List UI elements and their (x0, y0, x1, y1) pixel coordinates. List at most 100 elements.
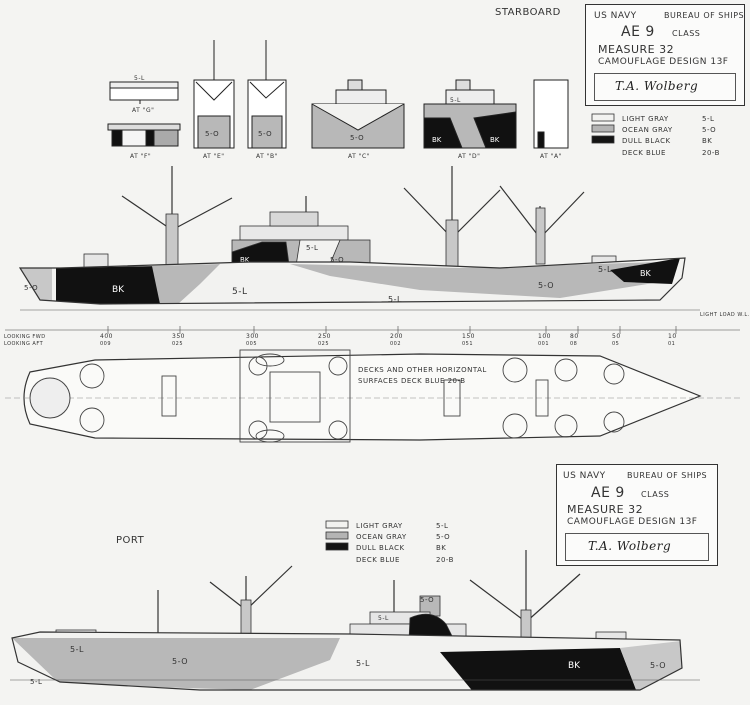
decks-note-1: DECKS AND OTHER HORIZONTAL (358, 366, 487, 374)
frame-tick-label: 200 (390, 333, 403, 340)
section-d-bk2: BK (490, 136, 500, 144)
section-a: AT "A" (533, 79, 569, 160)
frame-scale: LOOKING FWD LOOKING AFT 4000093500253000… (4, 326, 740, 347)
frame-tick-sublabel: 025 (172, 341, 183, 347)
port-profile: BK 5-O 5-L 5-L 5-O 5-L BK 5-O 5-L (10, 550, 700, 691)
pt-bk-fwd: BK (568, 661, 581, 671)
title-class-word: CLASS (672, 29, 701, 38)
section-a-label: AT "A" (540, 153, 562, 160)
sb-bridge-sl: 5-L (306, 244, 318, 252)
pt-sl-stern: 5-L (70, 645, 84, 654)
title-design: CAMOUFLAGE DESIGN 13F (598, 57, 729, 67)
sb-sl-mid: 5-L (232, 287, 248, 297)
section-d: 5-L BK BK AT "D" (423, 79, 517, 160)
frame-tick-label: 80 (570, 333, 579, 340)
legend-code: 5-L (702, 115, 714, 123)
pt-top-sl: 5-L (378, 615, 389, 622)
legend-name: LIGHT GRAY (622, 115, 669, 123)
section-g-label: AT "G" (132, 107, 154, 114)
section-f-label: AT "F" (130, 153, 151, 160)
sb-so-stern: 5-O (24, 284, 38, 292)
legend-code: 5-O (436, 533, 450, 541)
pt-so-aft: 5-O (172, 657, 188, 666)
title-agency: US NAVY (594, 11, 637, 21)
legend-name: DULL BLACK (356, 544, 405, 552)
section-c-code: 5-O (350, 134, 364, 142)
sb-bk-aft: BK (112, 285, 125, 295)
legend-name: OCEAN GRAY (622, 126, 673, 134)
frame-tick-label: 400 (100, 333, 113, 340)
section-b-code: 5-O (258, 130, 272, 138)
starboard-label: STARBOARD (495, 7, 561, 18)
sb-bridge-so: 5-O (330, 256, 344, 264)
legend-deck-label: DECK BLUE (622, 149, 666, 157)
signature-box: T.A. Wolberg (565, 533, 709, 561)
frame-tick-sublabel: 009 (100, 341, 111, 347)
decks-note-2: SURFACES DECK BLUE 20-B (358, 377, 466, 385)
section-c-label: AT "C" (348, 153, 370, 160)
section-g-code: 5-L (134, 75, 145, 82)
signature: T.A. Wolberg (615, 79, 699, 93)
frame-tick-sublabel: 005 (246, 341, 257, 347)
pt-top-so: 5-O (420, 596, 434, 604)
title-class-word: CLASS (641, 490, 670, 499)
section-d-code: 5-L (450, 97, 461, 104)
frame-tick-label: 150 (462, 333, 475, 340)
legend-swatch (591, 135, 615, 144)
sb-bk-bow: BK (640, 269, 651, 278)
frame-tick-sublabel: 001 (538, 341, 549, 347)
legend-code: 5-L (436, 522, 448, 530)
legend-code: BK (702, 137, 712, 145)
title-bureau: BUREAU OF SHIPS (664, 11, 745, 20)
legend-code: 5-O (702, 126, 716, 134)
pt-sl-low: 5-L (30, 678, 42, 686)
signature-box: T.A. Wolberg (594, 73, 736, 101)
legend-deck-code: 20-B (702, 149, 720, 157)
sb-sl-bow: 5-L (598, 265, 612, 274)
frame-tick-label: 350 (172, 333, 185, 340)
section-d-label: AT "D" (458, 153, 480, 160)
title-measure: MEASURE 32 (567, 503, 644, 516)
light-load-note: LIGHT LOAD W.L. (700, 312, 750, 318)
legend-name: LIGHT GRAY (356, 522, 403, 530)
legend-swatch (325, 531, 349, 540)
title-bureau: BUREAU OF SHIPS (627, 471, 708, 480)
title-measure: MEASURE 32 (598, 43, 675, 56)
frame-tick-label: 300 (246, 333, 259, 340)
frame-tick-sublabel: 002 (390, 341, 401, 347)
legend-swatch (325, 542, 349, 551)
legend-name: OCEAN GRAY (356, 533, 407, 541)
legend-deck-label: DECK BLUE (356, 556, 400, 564)
legend-deck-code: 20-B (436, 556, 454, 564)
sb-so-fwd: 5-O (538, 281, 554, 290)
pt-sl-mid: 5-L (356, 659, 370, 668)
signature: T.A. Wolberg (588, 539, 672, 553)
frame-tick-label: 100 (538, 333, 551, 340)
legend-swatch (591, 113, 615, 122)
sb-sl-low: 5-L (388, 295, 402, 304)
deck-plan: DECKS AND OTHER HORIZONTAL SURFACES DECK… (5, 349, 740, 443)
section-e-code: 5-O (205, 130, 219, 138)
pt-so-bow: 5-O (650, 661, 666, 670)
section-b: 5-O AT "B" (247, 40, 287, 160)
frame-tick-label: 10 (668, 333, 677, 340)
frame-tick-sublabel: 08 (570, 341, 577, 347)
frame-left-label-2: LOOKING AFT (4, 341, 44, 347)
section-e: 5-O AT "E" (193, 40, 235, 160)
title-ship-class: AE 9 (621, 24, 655, 40)
frame-tick-label: 50 (612, 333, 621, 340)
frame-tick-sublabel: 01 (668, 341, 675, 347)
frame-tick-label: 250 (318, 333, 331, 340)
section-d-bk1: BK (432, 136, 442, 144)
frame-left-label: LOOKING FWD (4, 334, 46, 340)
section-c: 5-O AT "C" (311, 79, 405, 160)
title-block-top: US NAVY BUREAU OF SHIPS AE 9 CLASS MEASU… (585, 4, 745, 106)
port-label: PORT (116, 535, 145, 546)
section-b-label: AT "B" (256, 153, 278, 160)
title-agency: US NAVY (563, 471, 606, 481)
section-g: 5-L AT "G" (109, 75, 179, 114)
title-block-bottom: US NAVY BUREAU OF SHIPS AE 9 CLASS MEASU… (556, 464, 718, 566)
